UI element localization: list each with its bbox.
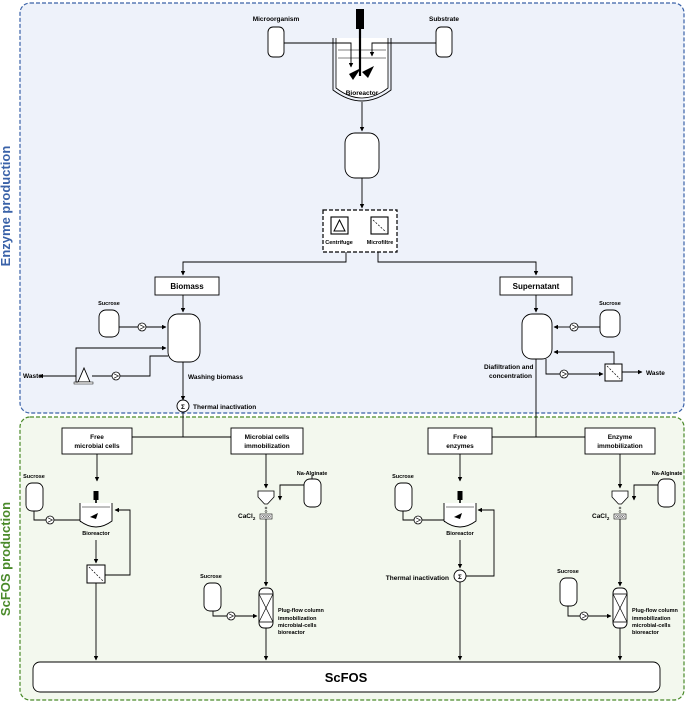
- plugflow-enzyme-line2: immobilization: [632, 616, 671, 622]
- sucrose-label-free-enzymes: Sucrose: [392, 474, 414, 480]
- centrifuge-label: Centrifuge: [325, 240, 353, 246]
- sucrose-tank-biomass: [98, 309, 120, 338]
- free-microbial-cells-box: [61, 427, 133, 455]
- enzyme-section-title: Enzyme production: [0, 146, 13, 267]
- enzyme-immob-label-line2: immobilization: [597, 443, 643, 450]
- centrifuge-icon: [330, 216, 349, 235]
- free-microbial-label-line1: Free: [90, 434, 104, 441]
- pump-icon-biomass-waste: [111, 371, 121, 381]
- sucrose-tank-enzyme-immob: [559, 577, 578, 607]
- sucrose-tank-free-cells: [25, 482, 44, 512]
- thermal-inactivation-label-enzymes: Thermal inactivation: [386, 575, 449, 582]
- microbial-immob-label-line1: Microbial cells: [245, 434, 290, 441]
- sucrose-tank-free-enzymes: [394, 482, 413, 512]
- sucrose-tank-microbial-immob: [203, 582, 222, 612]
- enzyme-immob-label-line1: Enzyme: [608, 434, 633, 441]
- microfiltre-icon: [370, 216, 389, 235]
- sucrose-tank-supernatant: [599, 309, 621, 338]
- substrate-label: Substrate: [429, 16, 459, 23]
- sucrose-label-supernatant: Sucrose: [599, 301, 621, 307]
- plugflow-microbial-line4: bioreactor: [278, 630, 306, 636]
- pump-icon-biomass-feed: [137, 322, 147, 332]
- microorganism-label: Microorganism: [253, 16, 300, 23]
- microbial-immobilization-box: [230, 427, 304, 455]
- sucrose-label-enzyme-immob: Sucrose: [557, 569, 579, 575]
- pump-icon-enzyme-immob: [579, 611, 589, 621]
- plugflow-microbial-line1: Plug-flow column: [278, 608, 324, 614]
- free-enzymes-label-line2: enzymes: [446, 443, 474, 450]
- cacl2-subscript-enzyme: 2: [607, 516, 610, 521]
- biomass-washing-tank: [167, 313, 201, 363]
- scfos-section-title: ScFOS production: [0, 502, 13, 616]
- bioreactor-label-free-enzymes: Bioreactor: [446, 531, 474, 537]
- washing-biomass-label: Washing biomass: [188, 374, 243, 381]
- pump-icon-supernatant-waste: [559, 369, 569, 379]
- waste-label-supernatant: Waste: [646, 370, 665, 377]
- supernatant-label: Supernatant: [513, 282, 560, 291]
- pump-icon-microbial-immob: [226, 611, 236, 621]
- scfos-product-box: [32, 661, 661, 693]
- main-bioreactor: [332, 9, 392, 102]
- plugflow-enzyme-line4: bioreactor: [632, 630, 660, 636]
- cacl2-label-microbial: CaCl2: [238, 513, 256, 521]
- bioreactor-label: Bioreactor: [346, 90, 379, 97]
- waste-label-biomass: Waste: [23, 373, 42, 380]
- plugflow-bioreactor-microbial: [258, 587, 274, 629]
- plugflow-microbial-line2: immobilization: [278, 616, 317, 622]
- scfos-label: ScFOS: [325, 670, 368, 685]
- sucrose-label-free-cells: Sucrose: [23, 474, 45, 480]
- free-enzymes-box: [427, 427, 493, 455]
- bioreactor-label-free-cells: Bioreactor: [82, 531, 110, 537]
- plugflow-bioreactor-enzyme: [612, 587, 628, 629]
- pump-icon-supernatant-feed: [569, 322, 579, 332]
- na-alginate-tank-microbial: [303, 478, 322, 508]
- plugflow-enzyme-line1: Plug-flow column: [632, 608, 678, 614]
- cacl2-base-microbial: CaCl: [238, 513, 253, 520]
- biomass-label: Biomass: [170, 282, 204, 291]
- enzyme-production-section: [19, 2, 685, 414]
- thermal-inactivation-label: Thermal inactivation: [193, 404, 256, 411]
- sucrose-label-biomass: Sucrose: [98, 301, 120, 307]
- plugflow-microbial-line3: microbial-cells: [278, 623, 317, 629]
- substrate-tank: [435, 26, 453, 58]
- sigma-symbol-2: Σ: [458, 574, 462, 581]
- na-alginate-label-enzyme: Na-Alginate: [652, 471, 683, 477]
- diafiltration-label-line2: concentration: [489, 373, 532, 380]
- microfiltre-label: Microfiltre: [367, 240, 394, 246]
- pump-icon-free-enzymes: [413, 515, 423, 525]
- holding-tank: [344, 132, 380, 179]
- enzyme-immobilization-box: [584, 427, 656, 455]
- sucrose-label-microbial-immob: Sucrose: [200, 574, 222, 580]
- free-microbial-label-line2: microbial cells: [74, 443, 120, 450]
- cacl2-base-enzyme: CaCl: [592, 513, 607, 520]
- sigma-symbol-1: Σ: [181, 404, 185, 411]
- na-alginate-label-microbial: Na-Alginate: [297, 471, 328, 477]
- pump-icon-free-cells: [45, 515, 55, 525]
- microorganism-tank: [267, 26, 285, 58]
- diafiltration-label-line1: Diafiltration and: [484, 364, 534, 371]
- supernatant-tank: [521, 313, 553, 360]
- decanter-icon: [73, 366, 94, 385]
- na-alginate-tank-enzyme: [657, 478, 676, 508]
- free-enzymes-label-line1: Free: [453, 434, 467, 441]
- microbial-immob-label-line2: immobilization: [244, 443, 290, 450]
- cacl2-label-enzyme: CaCl2: [592, 513, 610, 521]
- plugflow-enzyme-line3: microbial-cells: [632, 623, 671, 629]
- biomass-box: [154, 276, 220, 296]
- cacl2-subscript-microbial: 2: [253, 516, 256, 521]
- scfos-production-section: [19, 416, 685, 701]
